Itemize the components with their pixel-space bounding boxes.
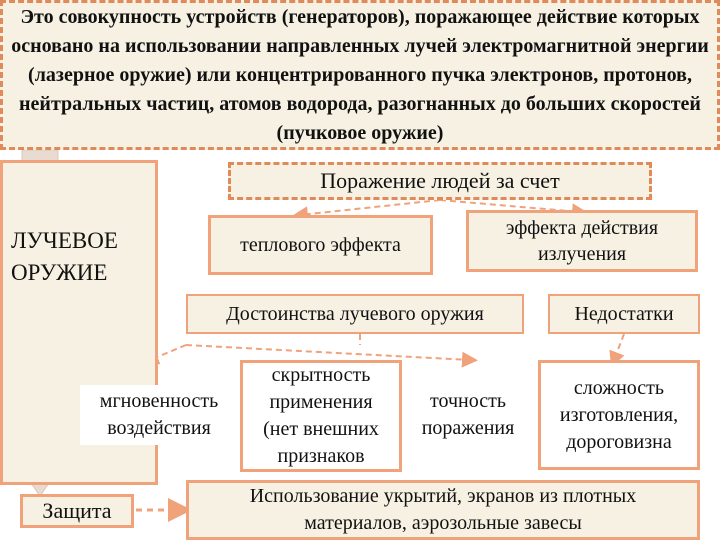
advantage-accuracy: точность поражения [404, 385, 532, 445]
advantage-accuracy-line1: точность [430, 390, 506, 412]
thermal-effect-box: теплового эффекта [208, 215, 433, 275]
disadvantage-line1: сложность [573, 376, 665, 399]
protection-measures-box: Использование укрытий, экранов из плотны… [186, 480, 700, 540]
arrow-to-accuracy [185, 344, 478, 368]
damage-heading: Поражение людей за счет [228, 162, 652, 200]
protection-label: Защита [42, 498, 112, 523]
advantage-stealth-line1: скрытность [271, 364, 371, 386]
disadvantages-title: Недостатки [574, 302, 674, 325]
disadvantage-line3: дороговизна [566, 430, 672, 453]
radiation-line1: эффекта действия [505, 217, 659, 239]
disadvantage-line2: изготовления, [559, 403, 679, 426]
advantage-instant-line1: мгновенность [99, 390, 219, 412]
disadvantage-complexity: сложность изготовления, дороговизна [538, 360, 700, 470]
advantage-accuracy-line2: поражения [421, 417, 515, 439]
advantage-instant-line2: воздействия [107, 417, 211, 439]
advantage-stealth-line2: применения [269, 391, 373, 413]
advantages-title-box: Достоинства лучевого оружия [186, 294, 524, 334]
arrow-to-complexity [609, 333, 625, 368]
advantage-instant: мгновенность воздействия [80, 385, 238, 445]
damage-heading-text: Поражение людей за счет [320, 168, 560, 193]
weapon-title-line2: ОРУЖИЕ [11, 260, 108, 285]
advantage-stealth: скрытность применения (нет внешних призн… [240, 360, 402, 472]
protection-label-box: Защита [20, 494, 134, 528]
protection-line2: материалов, аэрозольные завесы [304, 512, 582, 534]
definition-text: Это совокупность устройств (генераторов)… [11, 5, 709, 144]
radiation-line2: излучения [537, 243, 627, 265]
advantage-stealth-line4: признаков [277, 445, 365, 467]
protection-line1: Использование укрытий, экранов из плотны… [249, 485, 637, 507]
weapon-title-line1: ЛУЧЕВОЕ [11, 228, 118, 253]
thermal-effect-text: теплового эффекта [240, 233, 401, 256]
advantages-title: Достоинства лучевого оружия [226, 302, 484, 325]
radiation-effect-box: эффекта действия излучения [466, 210, 698, 272]
arrow-to-thermal [292, 199, 441, 223]
definition-box: Это совокупность устройств (генераторов)… [0, 0, 720, 150]
disadvantages-title-box: Недостатки [548, 294, 700, 334]
advantage-stealth-line3: (нет внешних [263, 418, 379, 440]
